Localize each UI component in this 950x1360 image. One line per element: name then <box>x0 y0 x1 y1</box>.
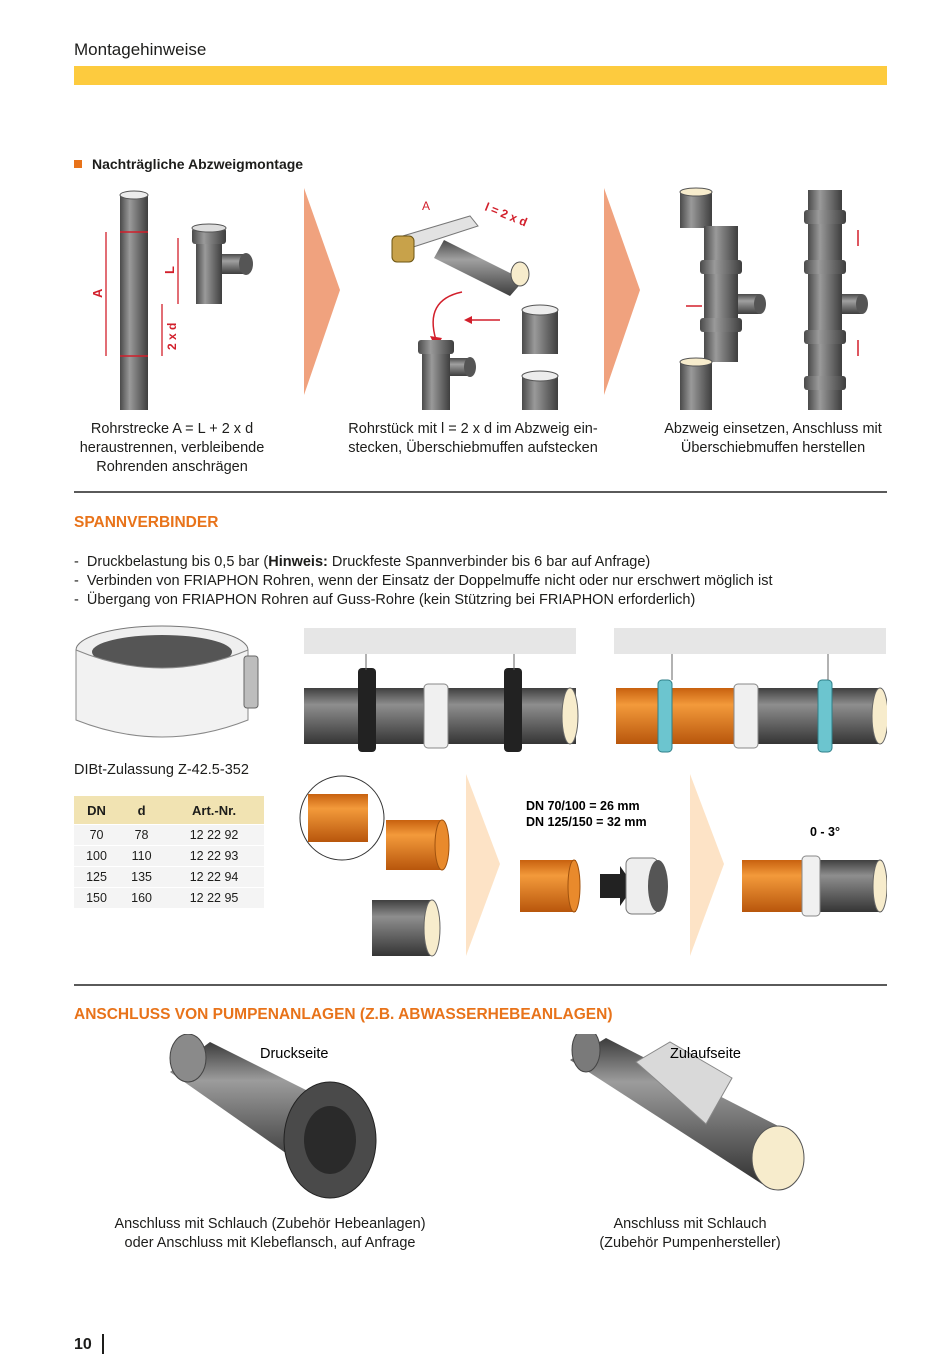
pressure-side-label: Druckseite <box>260 1046 329 1062</box>
table-header-dn: DN <box>74 796 120 825</box>
table-cell: 160 <box>119 887 165 908</box>
table-row: 150 160 12 22 95 <box>74 887 264 908</box>
label-2xd: 2 x d <box>165 323 179 350</box>
table-cell: 70 <box>74 824 120 846</box>
table-cell: 150 <box>74 887 120 908</box>
page-number: 10 <box>74 1336 92 1353</box>
section-divider <box>74 491 887 493</box>
page-number-divider <box>102 1334 104 1354</box>
header-accent-bar <box>74 66 887 85</box>
caption-step-1: Rohrstrecke A = L + 2 x d heraustrennen,… <box>79 421 265 475</box>
label-cut-A: A <box>422 199 430 213</box>
dim-note-2: DN 125/150 = 32 mm <box>526 815 647 829</box>
branch-assembly-illustration: A L 2 x d A l = 2 x d <box>90 187 868 410</box>
approval-text: DIBt-Zulassung Z-42.5-352 <box>74 762 249 778</box>
table-header-d: d <box>119 796 165 825</box>
table-cell: 12 22 92 <box>164 824 264 846</box>
table-cell: 110 <box>119 845 165 867</box>
pump-right-caption-line: Anschluss mit Schlauch <box>613 1216 767 1232</box>
table-cell: 12 22 95 <box>164 887 264 908</box>
pump-section-title: ANSCHLUSS VON PUMPENANLAGEN (Z.B. ABWASS… <box>74 1006 613 1023</box>
table-cell: 100 <box>74 845 120 867</box>
dim-note-1: DN 70/100 = 26 mm <box>526 799 640 813</box>
bullet-item: - Übergang von FRIAPHON Rohren auf Guss-… <box>74 592 696 608</box>
table-row: 100 110 12 22 93 <box>74 845 264 867</box>
page-header-title: Montagehinweise <box>74 40 207 59</box>
step-arrow-icon <box>304 188 340 395</box>
caption-step-3: Abzweig einsetzen, Anschluss mit Übersch… <box>664 421 882 456</box>
pump-left-caption-line: Anschluss mit Schlauch (Zubehör Hebeanla… <box>114 1216 426 1232</box>
pump-right-caption-line: (Zubehör Pumpenhersteller) <box>599 1235 781 1251</box>
branch-section-title: Nachträgliche Abzweigmontage <box>92 156 304 172</box>
section-bullet-icon <box>74 160 82 168</box>
label-A: A <box>90 288 105 298</box>
pump-left-caption-line: oder Anschluss mit Klebeflansch, auf Anf… <box>124 1235 416 1251</box>
table-cell: 12 22 94 <box>164 866 264 888</box>
table-cell: 12 22 93 <box>164 845 264 867</box>
table-cell: 78 <box>119 824 165 846</box>
label-cut-l: l = 2 x d <box>483 200 529 230</box>
bullet-item: - Druckbelastung bis 0,5 bar (Hinweis: D… <box>74 554 651 570</box>
caption-step-2: Rohrstück mit l = 2 x d im Abzweig ein-s… <box>348 421 598 456</box>
pump-connection-illustrations: Druckseite Zulaufseite <box>169 1034 805 1199</box>
clamp-section-title: SPANNVERBINDER <box>74 514 219 531</box>
step-arrow-icon-2 <box>604 188 640 395</box>
table-cell: 125 <box>74 866 120 888</box>
table-row: 125 135 12 22 94 <box>74 866 264 888</box>
table-header-art: Art.-Nr. <box>164 796 264 825</box>
dimension-table: DN d Art.-Nr. 70 78 12 22 92 100 110 12 … <box>74 796 264 908</box>
bullet-item: - Verbinden von FRIAPHON Rohren, wenn de… <box>74 573 773 589</box>
clamp-illustrations: DN 70/100 = 26 mm DN 125/150 = 32 mm 0 -… <box>75 625 887 957</box>
table-cell: 135 <box>119 866 165 888</box>
section-divider-2 <box>74 984 887 986</box>
table-row: 70 78 12 22 92 <box>74 824 264 846</box>
label-L: L <box>162 266 177 274</box>
angle-label: 0 - 3° <box>810 825 840 839</box>
pump-right-caption: Anschluss mit Schlauch (Zubehör Pumpenhe… <box>560 1215 820 1253</box>
pump-left-caption: Anschluss mit Schlauch (Zubehör Hebeanla… <box>100 1215 440 1253</box>
inlet-side-label: Zulaufseite <box>670 1046 741 1062</box>
